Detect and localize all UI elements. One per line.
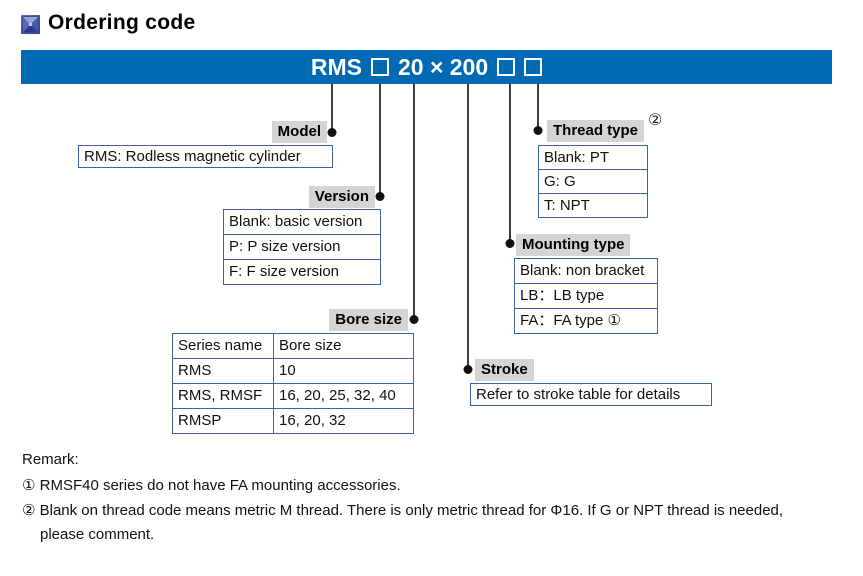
model-label: Model [271,121,327,143]
stroke-label: Stroke [475,359,534,381]
bore-row-series: RMS, RMSF [173,384,273,409]
version-table: Blank: basic version P: P size version F… [223,209,381,285]
thread-option: T: NPT [544,197,590,214]
section-marker-icon [21,15,40,34]
thread-option: G: G [539,170,647,194]
bore-header-series: Series name [173,334,273,359]
version-label: Version [308,186,375,208]
bore-size-label: Bore size [329,309,408,331]
thread-type-table: Blank: PT G: G T: NPT [538,145,648,218]
mounting-option: Blank: non bracket [515,259,657,284]
mounting-option: FA：FA type ① [520,312,621,329]
thread-option: Blank: PT [539,146,647,170]
leader-line-bore [413,84,415,320]
bore-row-bore: 16, 20, 25, 32, 40 [273,384,413,409]
remark-line-1: ① RMSF40 series do not have FA mounting … [22,477,401,494]
remark-line-2: ② Blank on thread code means metric M th… [22,502,784,519]
version-option: P: P size version [224,235,380,260]
leader-line-stroke [467,84,469,370]
bore-header-bore: Bore size [273,334,413,359]
leader-line-mounting [509,84,511,244]
stroke-description-box: Refer to stroke table for details [470,383,712,406]
code-bore-stroke: 20 × 200 [397,53,489,80]
code-blank-box-thread [524,58,543,76]
ordering-code-banner: RMS 20 × 200 [21,50,832,84]
bore-row-series: RMSP [178,412,222,429]
leader-line-version [379,84,381,197]
bore-row-bore: 16, 20, 32 [273,409,413,433]
model-description-box: RMS: Rodless magnetic cylinder [78,145,333,168]
remark-heading: Remark: [22,451,79,468]
mounting-type-table: Blank: non bracket LB：LB type FA：FA type… [514,258,658,334]
code-blank-box-version [370,58,389,76]
thread-type-label: Thread type [547,120,645,142]
code-blank-box-mounting [497,58,516,76]
remark-line-3: please comment. [40,526,155,543]
leader-line-thread [537,84,539,131]
bore-row-bore: 10 [273,359,413,384]
leader-line-model [331,84,333,133]
mounting-type-label: Mounting type [516,234,631,256]
mounting-option: LB：LB type [515,284,657,309]
bore-row-series: RMS [173,359,273,384]
code-prefix: RMS [310,53,362,80]
bore-size-table: Series name Bore size RMS 10 RMS, RMSF 1… [172,333,414,434]
page-title: Ordering code [48,11,196,34]
thread-note-ref: ② [648,112,663,129]
version-option: F: F size version [229,263,340,280]
version-option: Blank: basic version [224,210,380,235]
